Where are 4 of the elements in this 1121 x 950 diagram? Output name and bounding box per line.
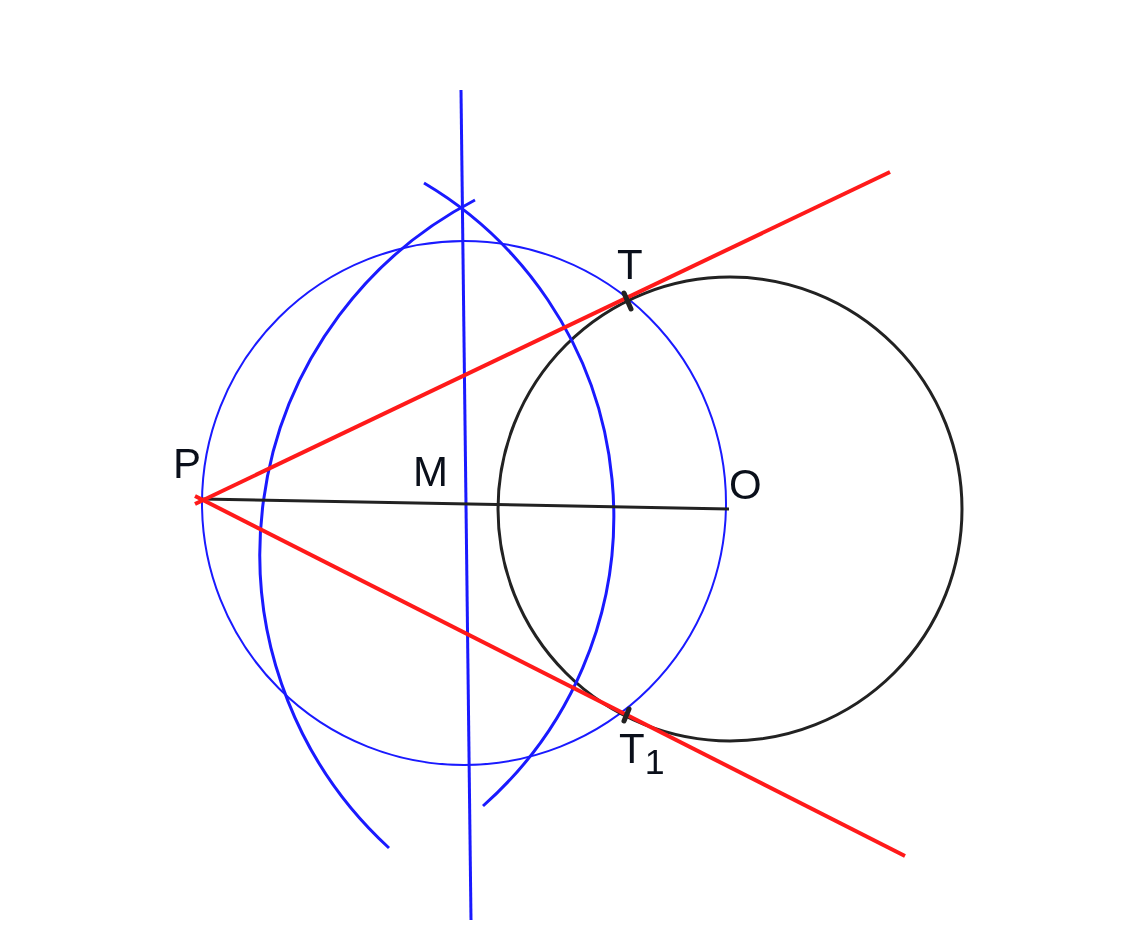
point-label: P xyxy=(173,443,201,485)
point-label: M xyxy=(413,451,448,493)
point-label: T xyxy=(617,244,643,286)
point-label: O xyxy=(729,464,762,506)
